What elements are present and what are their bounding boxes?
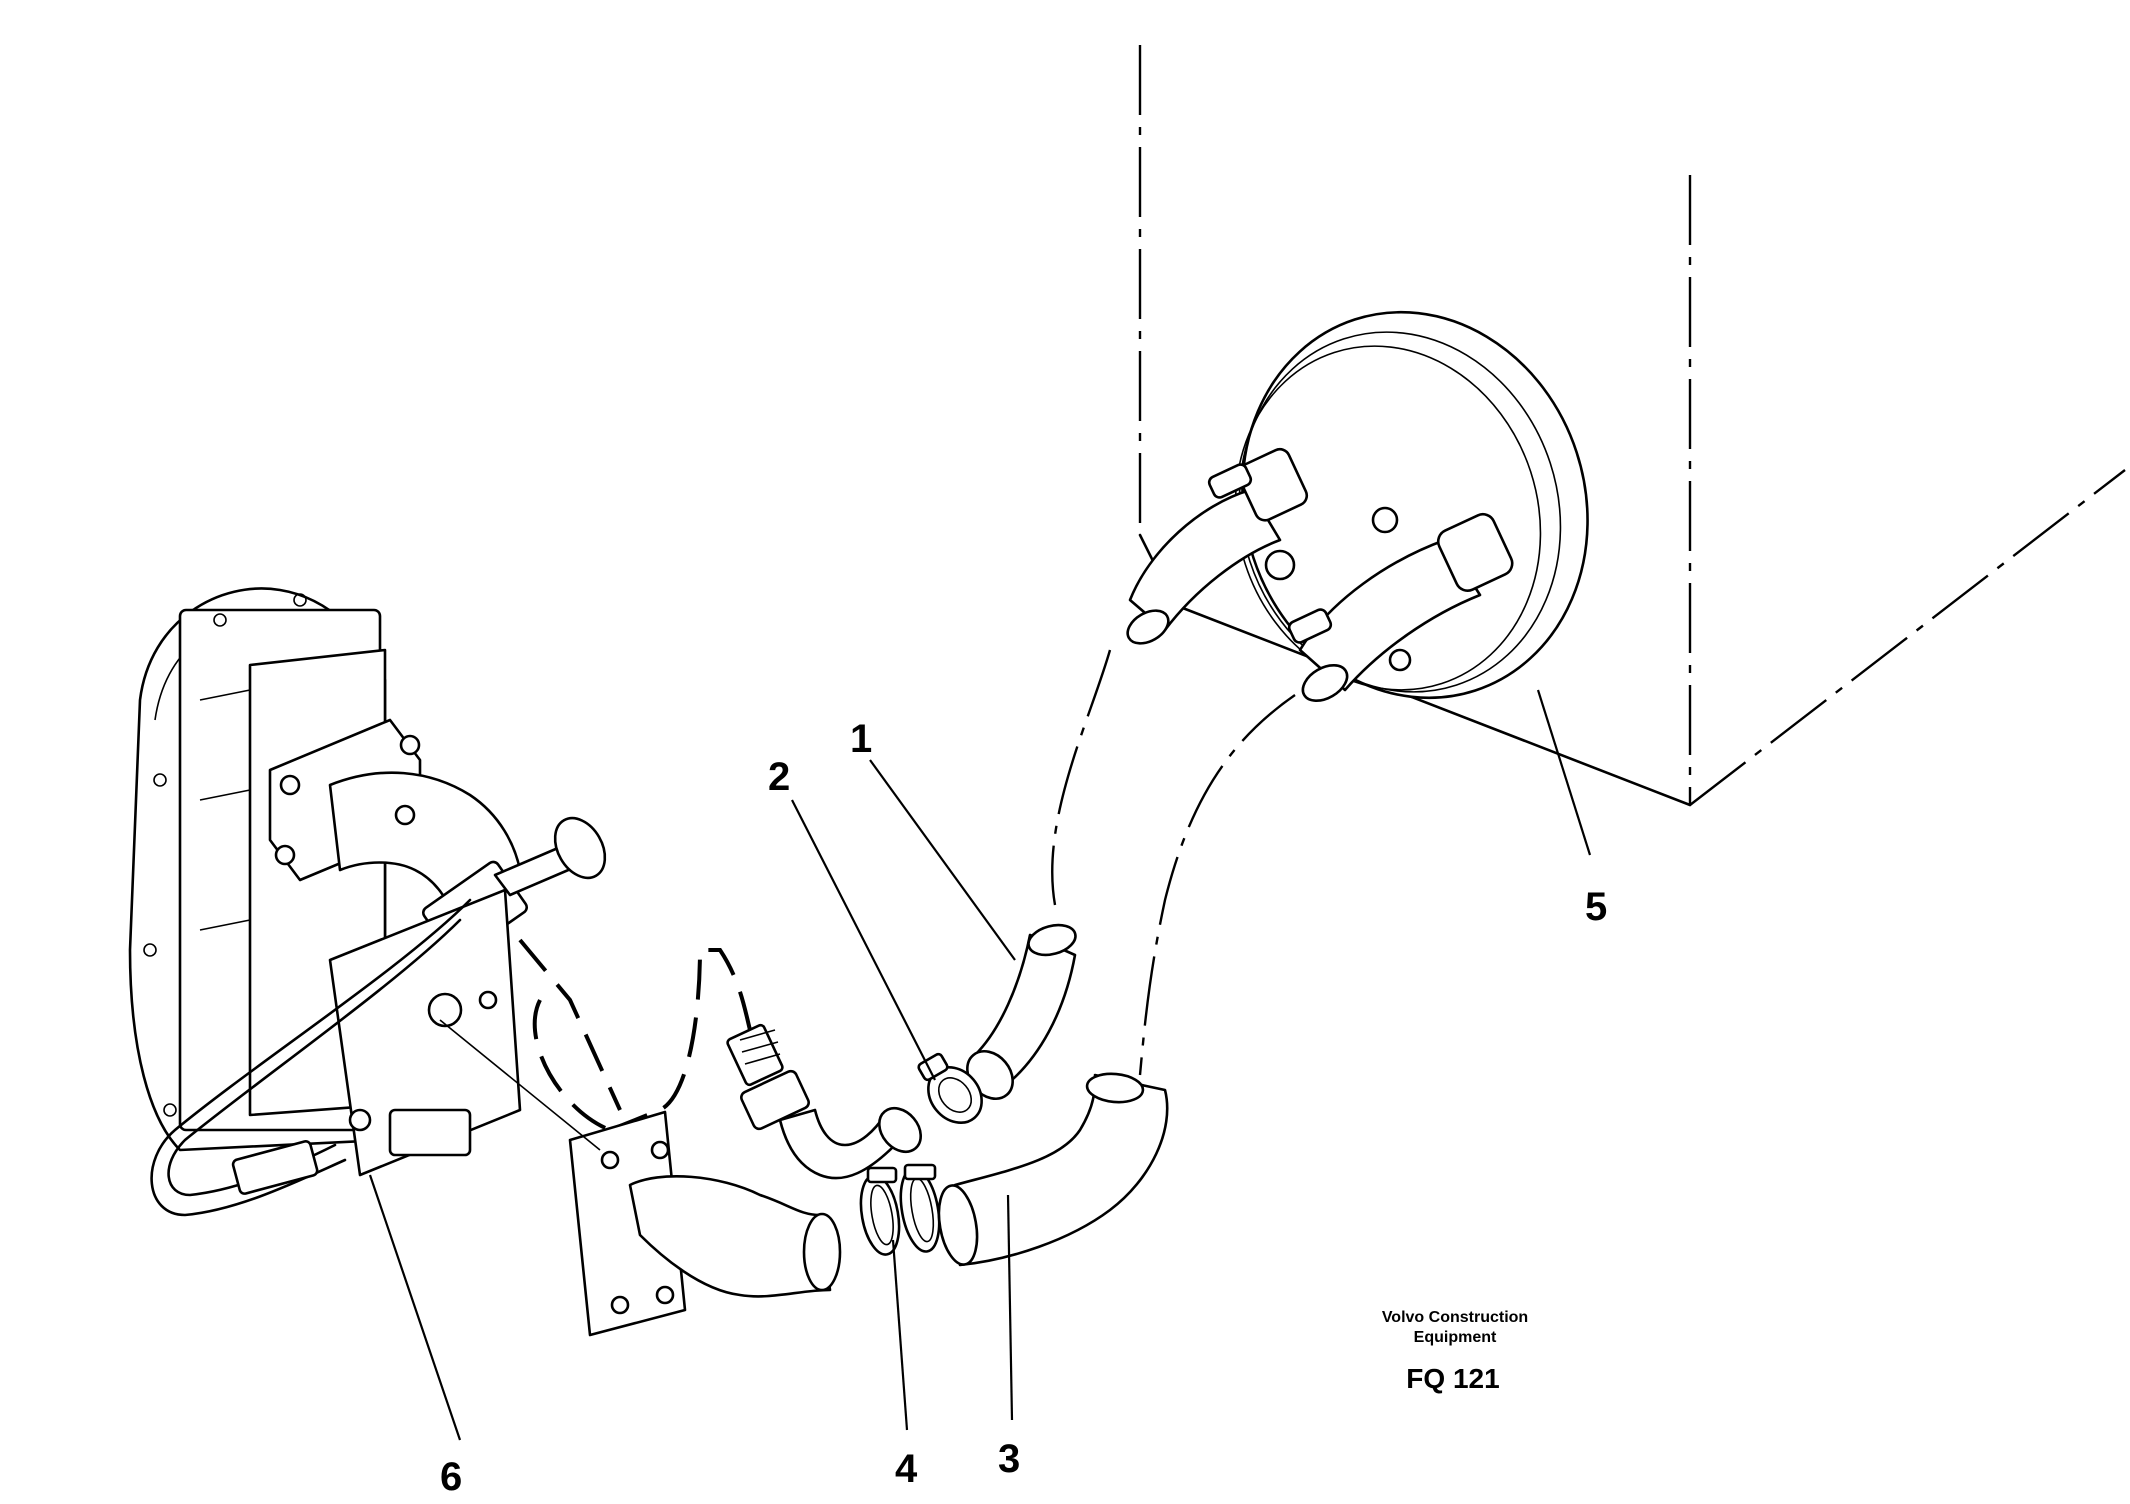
leader-line-3 bbox=[1006, 1194, 1014, 1421]
figure-code: FQ 121 bbox=[1406, 1363, 1499, 1394]
tank-flange-part-5 bbox=[1126, 310, 1589, 702]
hose-clamp-part-2 bbox=[917, 1052, 983, 1124]
publisher-name-line-2: Equipment bbox=[1414, 1329, 1497, 1346]
leader-line-4 bbox=[891, 1239, 909, 1431]
hose-clamps-part-4 bbox=[859, 1163, 941, 1256]
callout-2: 2 bbox=[768, 755, 790, 799]
publisher-name-line-1: Volvo Construction bbox=[1382, 1309, 1528, 1326]
hydraulic-tank-outline bbox=[1138, 45, 2126, 807]
leader-line-1 bbox=[869, 759, 1016, 961]
callout-1: 1 bbox=[850, 717, 872, 761]
callout-6: 6 bbox=[440, 1455, 462, 1499]
leader-line-2 bbox=[791, 799, 936, 1081]
return-pipe-fitting bbox=[726, 1023, 922, 1180]
leader-line-5 bbox=[1536, 689, 1592, 856]
leader-line-6 bbox=[368, 1174, 462, 1441]
callout-4: 4 bbox=[895, 1447, 918, 1491]
pump-housing-part-6 bbox=[128, 587, 607, 1217]
callout-3: 3 bbox=[998, 1437, 1020, 1481]
hose-part-1 bbox=[966, 923, 1077, 1101]
suction-pipe-flange bbox=[568, 1110, 842, 1337]
callout-5: 5 bbox=[1585, 885, 1607, 929]
